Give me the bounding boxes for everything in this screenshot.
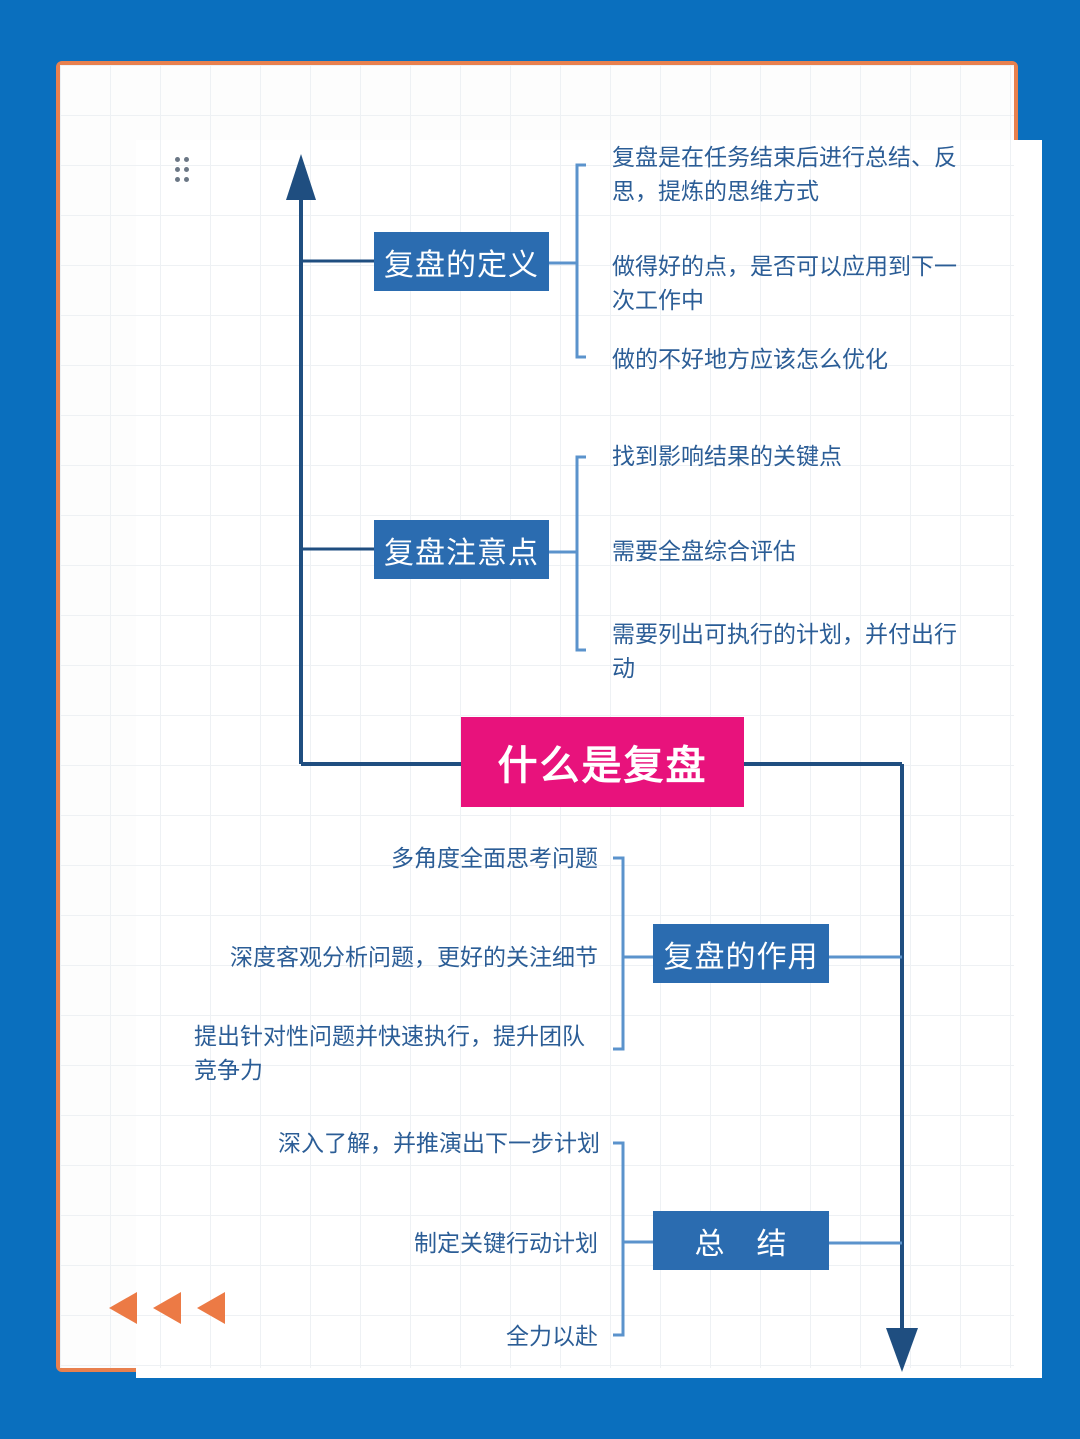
leaf-function-3: 提出针对性问题并快速执行，提升团队竞争力 — [194, 1024, 585, 1084]
leaf-attention-2: 需要全盘综合评估 — [612, 539, 796, 565]
leaf-attention-1: 找到影响结果的关键点 — [612, 444, 842, 470]
node-function: 复盘的作用 — [653, 924, 829, 983]
leaf-definition-3: 做的不好地方应该怎么优化 — [612, 347, 888, 373]
drag-handle-icon[interactable] — [174, 156, 192, 184]
bracket-summary — [613, 1141, 625, 1337]
leaf-function-2: 深度客观分析问题，更好的关注细节 — [230, 945, 598, 971]
leaf-attention-3: 需要列出可执行的计划，并付出行动 — [612, 622, 957, 682]
node-definition: 复盘的定义 — [374, 232, 549, 291]
leaf-summary-2: 制定关键行动计划 — [414, 1231, 598, 1257]
leaf-function-1: 多角度全面思考问题 — [391, 846, 598, 872]
arrow-down-icon — [886, 1328, 918, 1372]
node-attention: 复盘注意点 — [374, 520, 549, 579]
center-node: 什么是复盘 — [461, 717, 744, 807]
leaf-definition-2: 做得好的点，是否可以应用到下一次工作中 — [612, 254, 957, 314]
bracket-definition — [575, 163, 586, 359]
bracket-attention — [575, 455, 586, 652]
arrow-up-icon — [286, 154, 316, 200]
leaf-summary-3: 全力以赴 — [506, 1324, 598, 1350]
node-summary: 总 结 — [653, 1211, 829, 1270]
leaf-summary-1: 深入了解，并推演出下一步计划 — [278, 1131, 600, 1157]
leaf-definition-1: 复盘是在任务结束后进行总结、反思，提炼的思维方式 — [612, 145, 957, 205]
bracket-function — [613, 856, 625, 1051]
